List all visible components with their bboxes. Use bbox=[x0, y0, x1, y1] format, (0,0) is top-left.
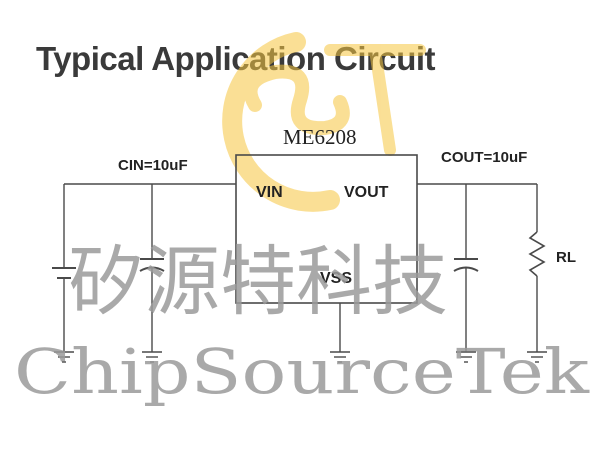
ground-symbol bbox=[54, 351, 74, 363]
rl-label: RL bbox=[556, 249, 576, 266]
ground-symbol bbox=[330, 351, 350, 363]
ic-box bbox=[235, 154, 418, 304]
cin-label: CIN=10uF bbox=[118, 157, 188, 174]
wires bbox=[52, 154, 547, 363]
cin-plate-bottom bbox=[139, 266, 165, 272]
watermark-latin: ChipSourceTek bbox=[14, 335, 590, 408]
logo-s-stroke bbox=[243, 64, 350, 136]
ground-symbol bbox=[527, 351, 547, 363]
logo-t-stroke bbox=[324, 44, 426, 156]
resistor-zigzag bbox=[528, 231, 546, 277]
brand-logo bbox=[222, 32, 426, 212]
logo-c-arc bbox=[222, 32, 340, 212]
pin-vout-label: VOUT bbox=[344, 184, 389, 201]
ground-symbol bbox=[456, 351, 476, 363]
ground-symbol bbox=[142, 351, 162, 363]
ic-part-number: ME6208 bbox=[283, 125, 357, 149]
pin-vss-label: VSS bbox=[320, 270, 352, 287]
cout-label: COUT=10uF bbox=[441, 149, 527, 166]
watermark-chinese: 矽源特科技 bbox=[68, 237, 448, 326]
cout-plate-bottom bbox=[453, 266, 479, 272]
pin-vin-label: VIN bbox=[256, 184, 283, 201]
